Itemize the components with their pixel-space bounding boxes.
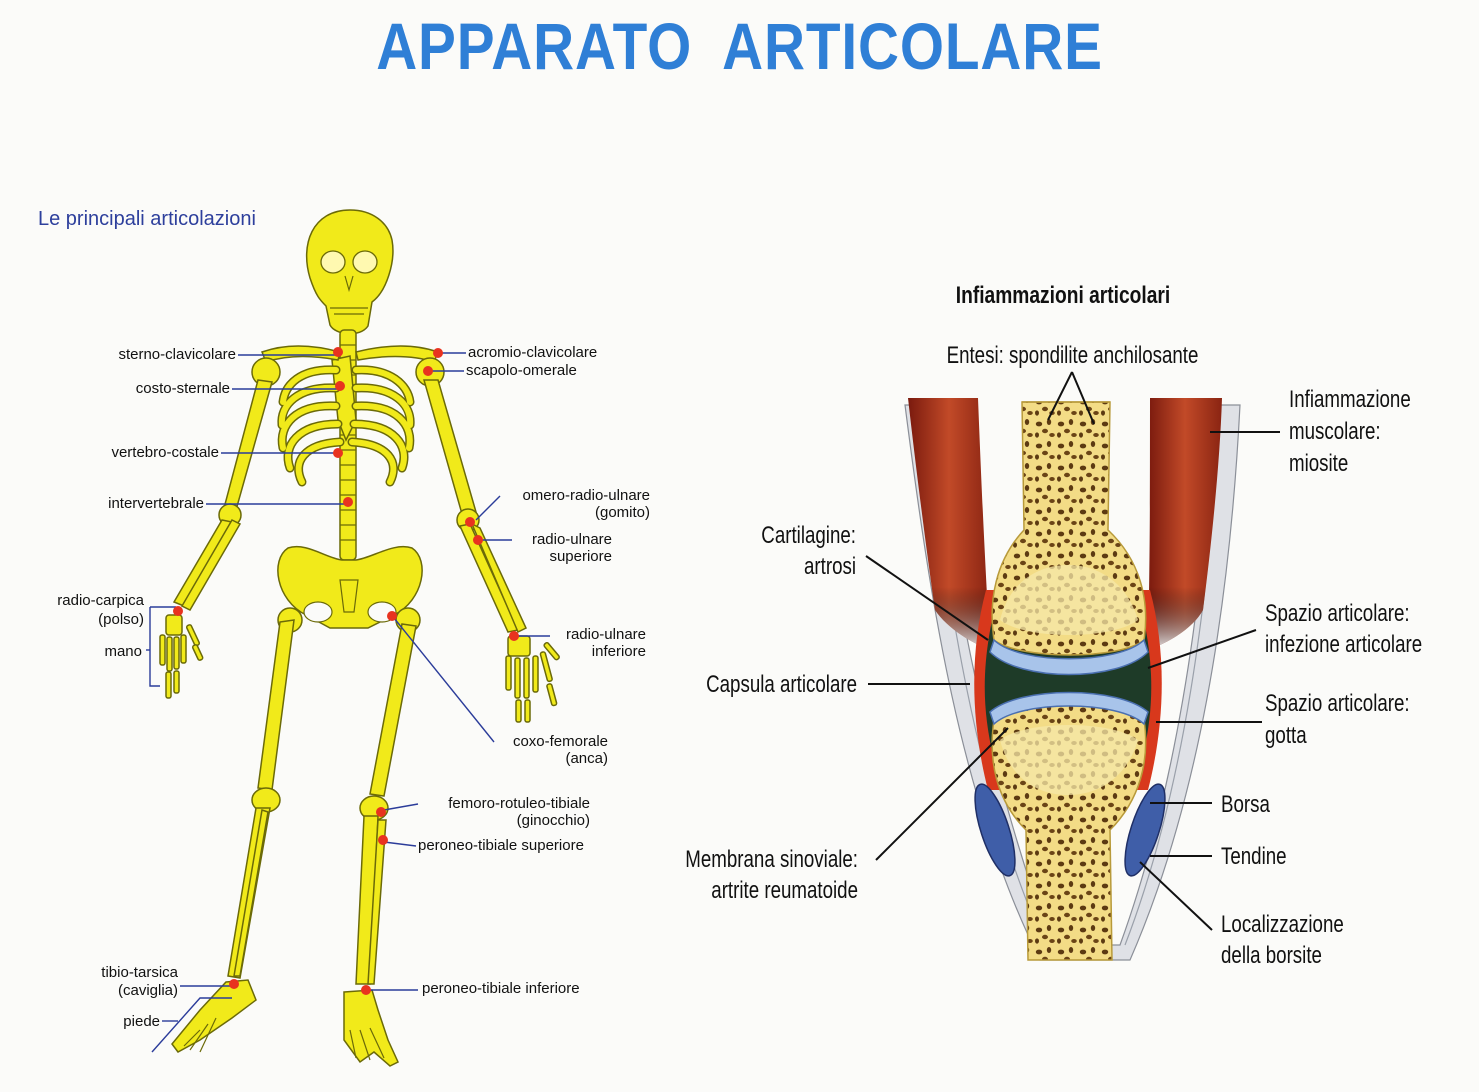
label-spazio-gotta-2: gotta <box>1265 722 1307 749</box>
joint-radio-carpica <box>173 606 183 616</box>
right-arm <box>415 357 560 723</box>
joint-markers <box>173 347 519 995</box>
joint-ginocchio <box>376 807 386 817</box>
label-femoro-rotuleo-tibiale: femoro-rotuleo-tibiale <box>448 795 590 812</box>
joint-intervertebrale <box>343 497 353 507</box>
label-radio-ulnare-superiore-2: superiore <box>549 548 612 565</box>
label-infiammazione-1: Infiammazione <box>1289 386 1411 413</box>
label-infiammazione-3: miosite <box>1289 450 1349 477</box>
label-radio-ulnare-inferiore-1: radio-ulnare <box>565 626 646 643</box>
joint-costo-sternale <box>335 381 345 391</box>
skull <box>306 209 394 335</box>
left-arm <box>159 357 281 699</box>
joint-vertebro-costale <box>333 448 343 458</box>
label-tendine: Tendine <box>1221 843 1287 870</box>
label-cartilagine-2: artrosi <box>803 553 856 580</box>
label-scapolo-omerale: scapolo-omerale <box>466 362 577 379</box>
label-anca: (anca) <box>565 750 608 767</box>
label-radio-ulnare-inferiore-2: inferiore <box>591 643 646 660</box>
label-tibio-tarsica: tibio-tarsica <box>101 964 178 981</box>
label-caviglia: (caviglia) <box>117 982 178 999</box>
joint-radio-ulnare-sup <box>473 535 483 545</box>
label-vertebro-costale: vertebro-costale <box>111 444 219 461</box>
label-piede: piede <box>123 1013 160 1030</box>
label-radio-ulnare-superiore-1: radio-ulnare <box>531 531 612 548</box>
label-mano: mano <box>104 643 142 660</box>
label-ginocchio: (ginocchio) <box>516 812 590 829</box>
label-coxo-femorale: coxo-femorale <box>512 733 608 750</box>
skeleton-leader-lines <box>146 352 550 1053</box>
pelvis <box>277 545 423 629</box>
joint-sterno-clavicolare <box>333 347 343 357</box>
label-omero-radio-ulnare: omero-radio-ulnare <box>522 487 650 504</box>
inflammation-heading: Infiammazioni articolari <box>955 282 1171 309</box>
label-peroneo-tibiale-inferiore: peroneo-tibiale inferiore <box>422 980 580 997</box>
joint-scapolo-omerale <box>423 366 433 376</box>
page-title: APPARATO ARTICOLARE <box>376 9 1103 83</box>
label-capsula: Capsula articolare <box>706 671 857 698</box>
right-leg <box>343 607 421 1067</box>
label-entesi: Entesi: spondilite anchilosante <box>946 342 1199 369</box>
label-acromio-clavicolare: acromio-clavicolare <box>468 344 598 361</box>
skeleton-heading: Le principali articolazioni <box>38 208 256 230</box>
label-spazio-infezione-1: Spazio articolare: <box>1265 600 1410 627</box>
label-membrana-2: artrite reumatoide <box>711 877 858 904</box>
label-polso: (polso) <box>98 611 144 628</box>
label-spazio-infezione-2: infezione articolare <box>1265 631 1423 658</box>
label-gomito: (gomito) <box>594 504 650 521</box>
label-infiammazione-2: muscolare: <box>1289 418 1381 445</box>
joint-peroneo-tibiale-sup <box>378 835 388 845</box>
left-leg <box>171 607 303 1053</box>
joint-peroneo-tibiale-inf <box>361 985 371 995</box>
joint-acromio-clavicolare <box>433 348 443 358</box>
label-cartilagine-1: Cartilagine: <box>761 522 856 549</box>
label-radio-carpica: radio-carpica <box>57 592 144 609</box>
label-sterno-clavicolare: sterno-clavicolare <box>118 346 236 363</box>
joint-gomito <box>465 517 475 527</box>
label-membrana-1: Membrana sinoviale: <box>685 846 858 873</box>
label-intervertebrale: intervertebrale <box>108 495 204 512</box>
label-localizzazione-1: Localizzazione <box>1221 911 1344 938</box>
label-costo-sternale: costo-sternale <box>135 380 230 397</box>
label-borsa: Borsa <box>1221 791 1270 818</box>
label-peroneo-tibiale-superiore: peroneo-tibiale superiore <box>418 837 584 854</box>
joint-radio-ulnare-inf <box>509 631 519 641</box>
label-spazio-gotta-1: Spazio articolare: <box>1265 690 1410 717</box>
rib-cage <box>261 345 439 487</box>
label-localizzazione-2: della borsite <box>1221 942 1322 969</box>
joint-caviglia <box>229 979 239 989</box>
joint-coxo-femorale <box>387 611 397 621</box>
